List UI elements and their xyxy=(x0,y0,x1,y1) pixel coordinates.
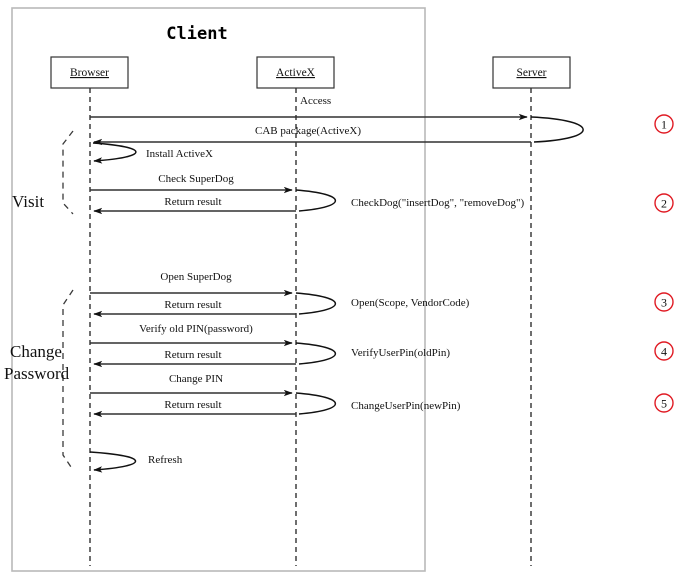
actor-label-activex: ActiveX xyxy=(276,67,316,79)
message-label-cab-package: CAB package(ActiveX) xyxy=(255,125,361,137)
step-number-4: 4 xyxy=(661,345,667,359)
message-label-verify-old-pin: Verify old PIN(password) xyxy=(139,323,253,335)
actor-box-server[interactable] xyxy=(492,56,571,89)
group-brace-visit xyxy=(62,130,74,215)
step-circle-5 xyxy=(654,393,674,413)
message-label-checkdog: CheckDog("insertDog", "removeDog") xyxy=(351,197,524,209)
message-label-check-superdog: Check SuperDog xyxy=(158,173,234,185)
activex-turnaround-loop-2 xyxy=(295,292,336,315)
client-frame xyxy=(11,7,426,572)
group-label-change-line1: Change xyxy=(10,342,62,361)
step-circle-4 xyxy=(654,341,674,361)
self-loop-refresh xyxy=(89,451,137,473)
step-number-5: 5 xyxy=(661,397,667,411)
message-label-verifyuserpin: VerifyUserPin(oldPin) xyxy=(351,347,450,359)
message-label-return-result-2: Return result xyxy=(164,299,221,311)
message-label-return-result-3: Return result xyxy=(164,349,221,361)
step-number-1: 1 xyxy=(661,118,667,132)
message-label-install-activex: Install ActiveX xyxy=(146,148,213,160)
message-label-open-scope: Open(Scope, VendorCode) xyxy=(351,297,470,309)
step-circle-1 xyxy=(654,114,674,134)
step-circle-3 xyxy=(654,292,674,312)
activex-turnaround-loop-1 xyxy=(295,189,336,212)
message-label-open-superdog: Open SuperDog xyxy=(160,271,232,283)
step-number-2: 2 xyxy=(661,197,667,211)
step-number-3: 3 xyxy=(661,296,667,310)
message-label-access: Access xyxy=(300,95,331,107)
group-label-visit: Visit xyxy=(12,192,44,211)
actor-box-activex[interactable] xyxy=(256,56,335,89)
activex-turnaround-loop-3 xyxy=(295,342,336,365)
step-circle-2 xyxy=(654,193,674,213)
message-label-return-result-4: Return result xyxy=(164,399,221,411)
actor-box-browser[interactable] xyxy=(50,56,129,89)
message-label-refresh: Refresh xyxy=(148,454,183,466)
self-loop-install-activex xyxy=(92,142,137,164)
server-turnaround-loop xyxy=(530,116,584,143)
activex-turnaround-loop-4 xyxy=(295,392,336,415)
message-label-change-pin: Change PIN xyxy=(169,373,223,385)
frame-title: Client xyxy=(166,24,227,44)
message-label-changeuserpin: ChangeUserPin(newPin) xyxy=(351,400,461,412)
group-brace-change-password xyxy=(62,289,74,471)
actor-label-browser: Browser xyxy=(70,67,109,79)
message-label-return-result-1: Return result xyxy=(164,196,221,208)
group-label-change-line2: Password xyxy=(4,364,70,383)
actor-label-server: Server xyxy=(516,67,546,79)
